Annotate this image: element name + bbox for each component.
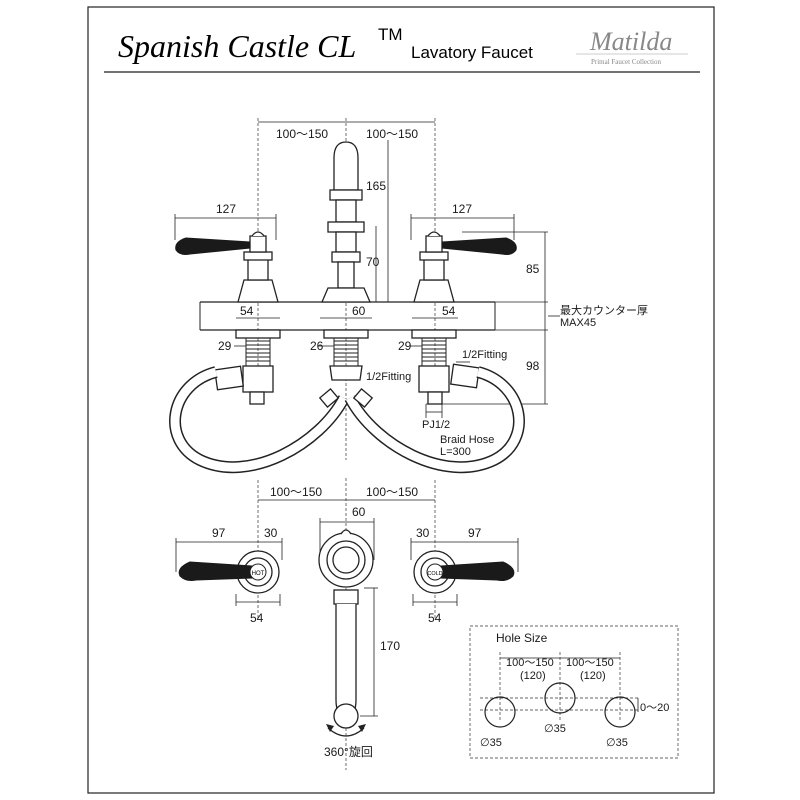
spout-top	[318, 529, 374, 729]
plan-right-reach-label: 97	[468, 526, 482, 540]
plan-spout-width-label: 60	[352, 505, 366, 519]
base-right-label: 54	[442, 304, 456, 318]
hole-left	[484, 696, 516, 728]
spout-height-label: 165	[366, 179, 386, 193]
plan-left-reach-label: 97	[212, 526, 226, 540]
spout-neck-label: 70	[366, 255, 380, 269]
hole-spacing-left: 100〜150	[506, 657, 554, 669]
hot-label: HOT	[252, 571, 265, 577]
base-center-label: 60	[352, 304, 366, 318]
elevation-view: 100〜150 100〜150 165 70 127 127 85 98 最大カ…	[169, 118, 648, 474]
product-title: Spanish Castle CL	[118, 28, 356, 64]
hole-diameter-left: ∅35	[480, 737, 502, 749]
plan-left-base-label: 54	[250, 611, 264, 625]
hole-spacing-left-std: (120)	[520, 670, 546, 682]
braid-hoses	[169, 366, 525, 474]
sheet-border	[87, 6, 715, 794]
brand-tagline: Primal Faucet Collection	[591, 58, 661, 66]
below-counter-label: 98	[526, 359, 540, 373]
hot-handle-top: HOT	[178, 550, 280, 594]
shank-center-label: 26	[310, 339, 324, 353]
brand-logo: Matilda	[589, 27, 672, 56]
product-subtitle: Lavatory Faucet	[411, 43, 533, 62]
hole-diameter-center: ∅35	[544, 723, 566, 735]
hole-size-panel: Hole Size 100〜150 (120) 100〜150 (120) 0〜…	[469, 625, 679, 759]
plan-spread-left-label: 100〜150	[270, 485, 322, 499]
hole-diameter-right: ∅35	[606, 737, 628, 749]
plan-right-offset-label: 30	[416, 526, 430, 540]
pj-label: PJ1/2	[422, 419, 450, 431]
spread-left-label: 100〜150	[276, 127, 328, 141]
fitting-center-label: 1/2Fitting	[366, 371, 411, 383]
hole-right	[604, 696, 636, 728]
plan-spout-length-label: 170	[380, 639, 400, 653]
left-lever-handle	[175, 237, 251, 255]
rotation-label: 360°旋回	[324, 745, 373, 759]
shank-right-label: 29	[398, 339, 412, 353]
hole-spacing-right-std: (120)	[580, 670, 606, 682]
hole-spacing-right: 100〜150	[566, 657, 614, 669]
counter-note-line2: MAX45	[560, 317, 596, 329]
plan-right-base-label: 54	[428, 611, 442, 625]
cold-label: COLD	[427, 571, 442, 577]
reach-right-label: 127	[452, 202, 472, 216]
spread-right-label: 100〜150	[366, 127, 418, 141]
fitting-right-label: 1/2Fitting	[462, 349, 507, 361]
hole-offset-label: 0〜20	[640, 702, 669, 714]
shank-left-label: 29	[218, 339, 232, 353]
right-lever-handle	[441, 237, 517, 255]
trademark-mark: TM	[378, 25, 403, 44]
hose-label-line1: Braid Hose	[440, 434, 494, 446]
plan-left-offset-label: 30	[264, 526, 278, 540]
hole-size-title: Hole Size	[496, 631, 548, 645]
hose-label-line2: L=300	[440, 446, 471, 458]
cold-handle-top: COLD	[413, 550, 515, 594]
counter-note-line1: 最大カウンター厚	[560, 303, 648, 317]
reach-left-label: 127	[216, 202, 236, 216]
base-left-label: 54	[240, 304, 254, 318]
center-spout	[321, 141, 371, 381]
right-valve	[411, 231, 517, 405]
plan-spread-right-label: 100〜150	[366, 485, 418, 499]
plan-view: 100〜150 100〜150 60 97 30 30 97 HOT	[175, 478, 519, 770]
left-valve	[175, 231, 281, 405]
hole-center	[544, 682, 576, 714]
handle-height-label: 85	[526, 262, 540, 276]
